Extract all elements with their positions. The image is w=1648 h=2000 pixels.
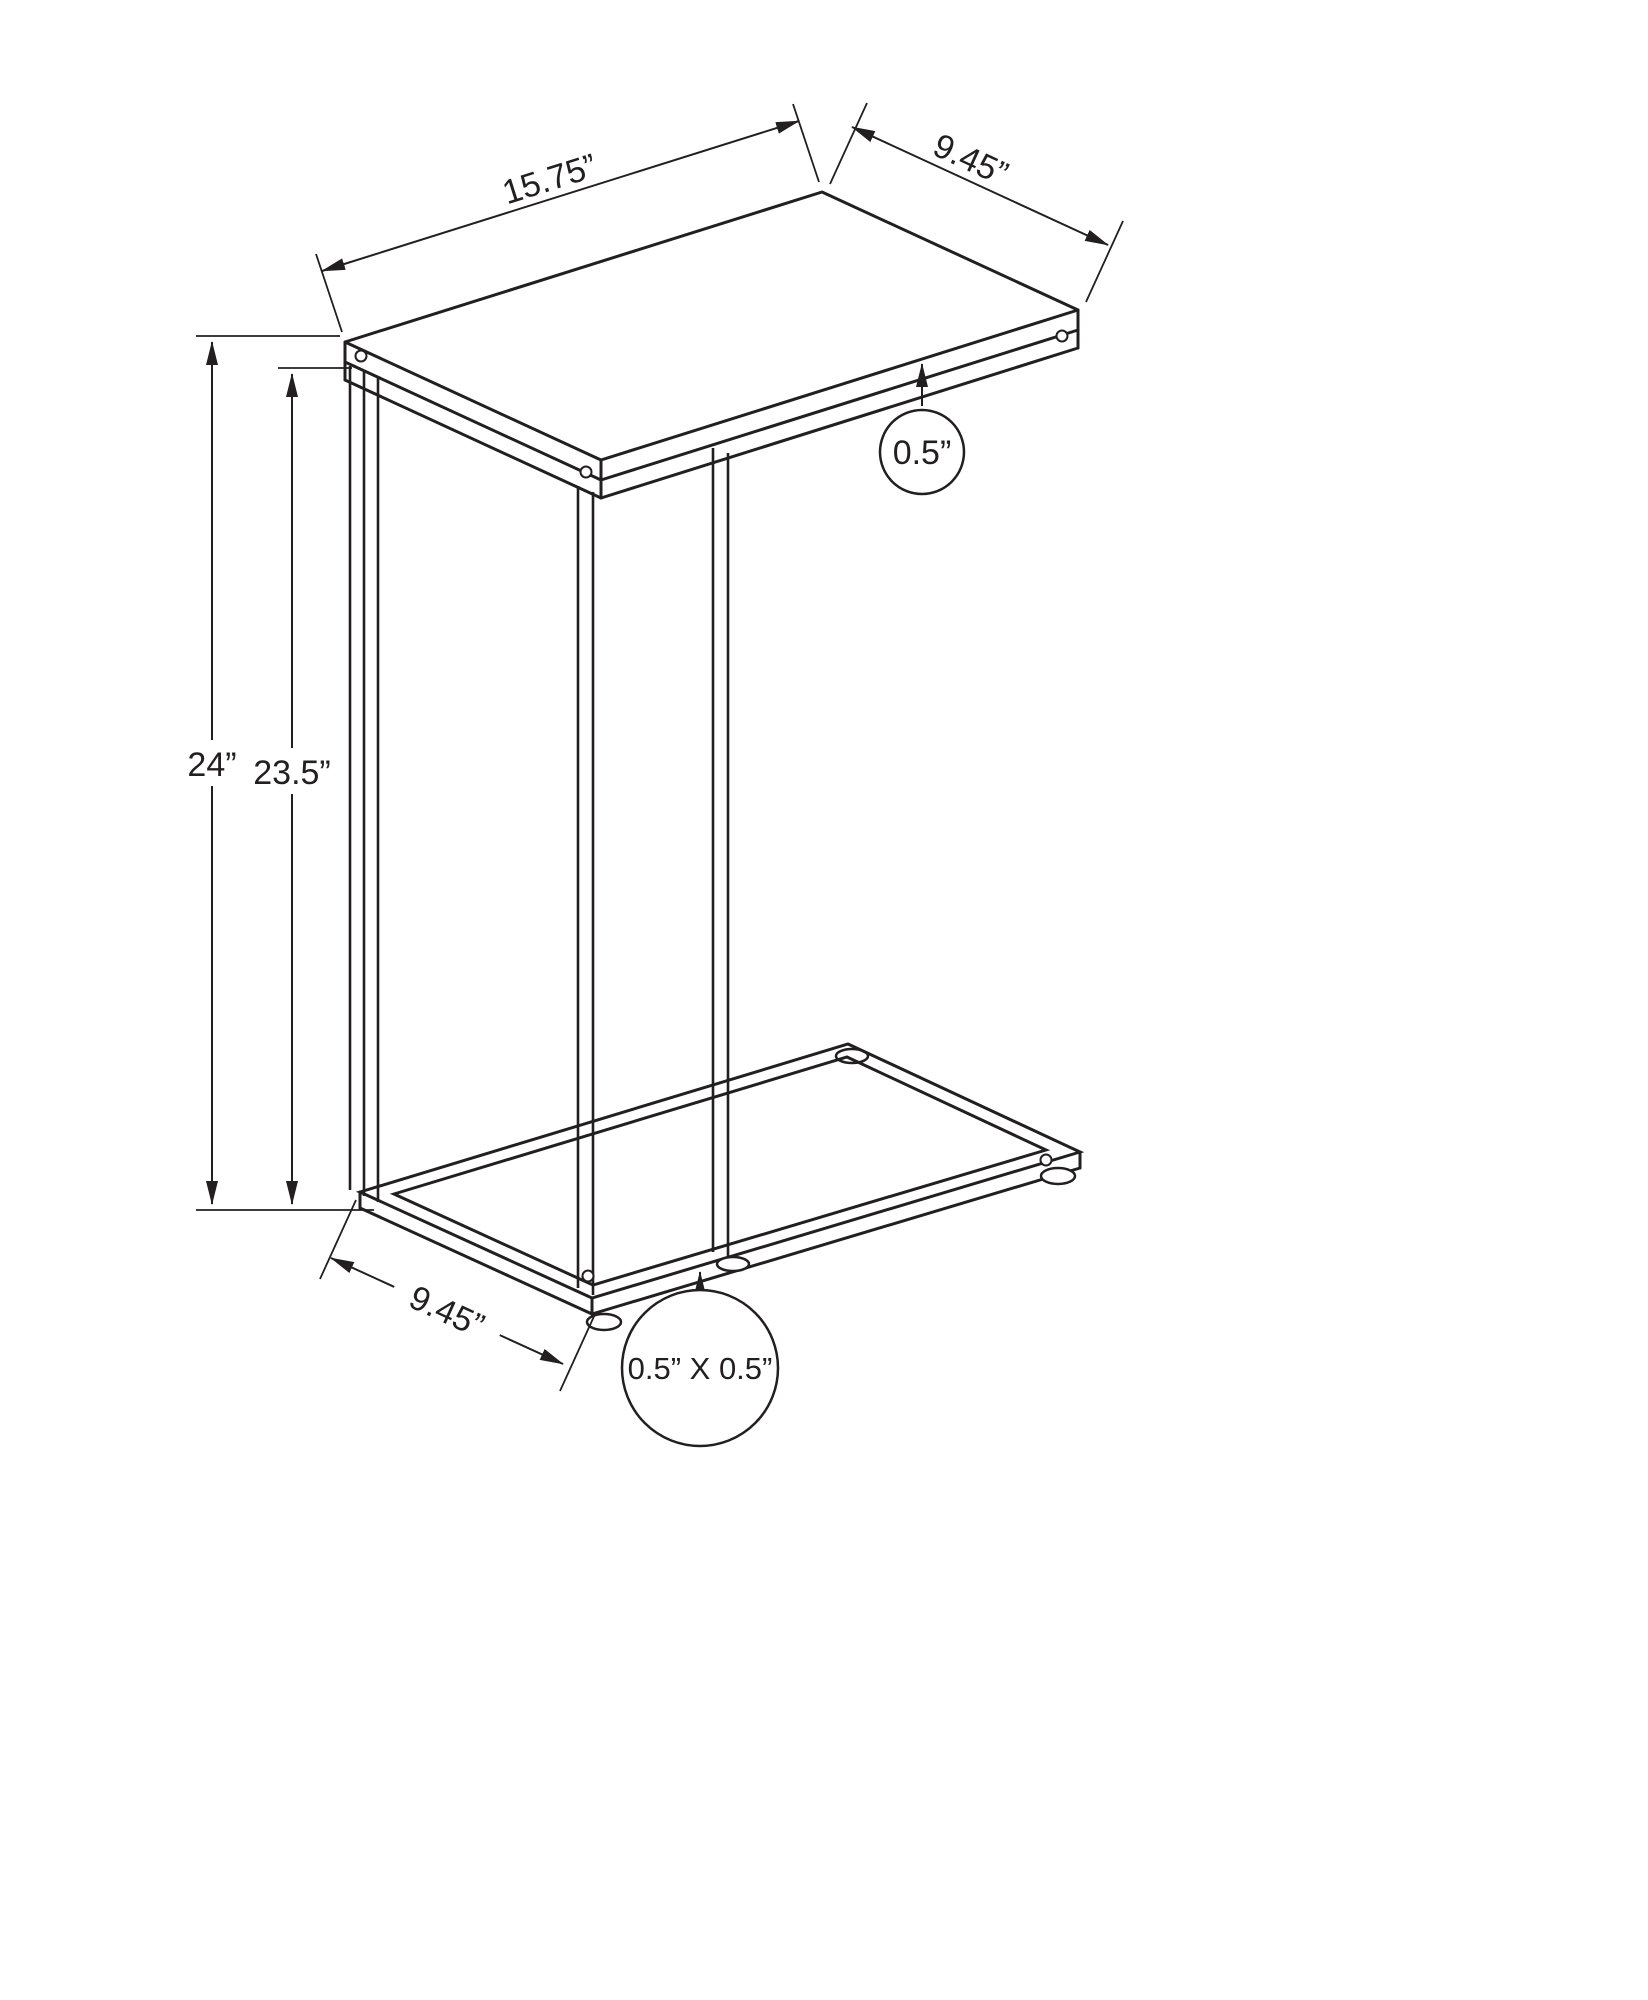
- screw-cap: [581, 1269, 595, 1283]
- tabletop-top-face: [343, 190, 1080, 462]
- tabletop-bottom-right-edge: [599, 328, 1080, 482]
- table-structure: [343, 190, 1085, 1332]
- dim-label-inner-height: 23.5”: [253, 754, 331, 792]
- label-mask: [180, 740, 244, 786]
- top-frame-right-rail: [599, 346, 1080, 500]
- extension-line: [559, 1311, 597, 1392]
- screw-caps: [354, 329, 1069, 1283]
- extension-line: [792, 103, 820, 183]
- callout-circle: [620, 1288, 780, 1448]
- dim-overall-height: 24”: [180, 335, 374, 1211]
- label-mask: [385, 1266, 509, 1356]
- extension-line: [319, 1199, 357, 1280]
- callout-label-top-thickness: 0.5”: [893, 434, 952, 472]
- extension-line: [829, 102, 868, 185]
- extension-line: [315, 253, 343, 333]
- screw-cap: [579, 465, 593, 479]
- top-frame-left-rail: [343, 378, 603, 500]
- tabletop: [343, 190, 1080, 500]
- foot-back: [834, 1047, 870, 1065]
- base-bottom-right-edge: [590, 1166, 1082, 1316]
- dimension-line: [321, 120, 800, 272]
- tabletop-bottom-left-edge: [343, 360, 603, 482]
- dim-inner-height: 23.5”: [246, 367, 352, 1205]
- dim-label-top-length: 15.75”: [498, 147, 601, 212]
- dim-label-overall-height: 24”: [187, 746, 236, 784]
- foot-middle: [715, 1255, 751, 1273]
- extension-line: [1085, 220, 1124, 303]
- label-mask: [246, 748, 340, 794]
- base-frame: [355, 1042, 1085, 1332]
- foot-front: [585, 1312, 623, 1332]
- screw-cap: [1039, 1153, 1053, 1167]
- dim-label-top-depth: 9.45”: [927, 127, 1013, 194]
- middle-post: [711, 448, 730, 1258]
- callout-label-frame-tube: 0.5” X 0.5”: [628, 1351, 773, 1386]
- screw-cap: [354, 349, 368, 363]
- front-post: [576, 486, 595, 1295]
- callout-circle: [878, 408, 966, 496]
- dimension-line: [851, 126, 1109, 246]
- callout-top-thickness: 0.5”: [878, 363, 966, 496]
- callout-frame-tube: 0.5” X 0.5”: [620, 1271, 780, 1448]
- foot-right: [1039, 1166, 1077, 1186]
- base-depth-label-group: 9.45”: [385, 1266, 509, 1356]
- screw-cap: [1055, 329, 1069, 343]
- base-inner-ring: [389, 1055, 1051, 1287]
- left-post: [348, 366, 380, 1202]
